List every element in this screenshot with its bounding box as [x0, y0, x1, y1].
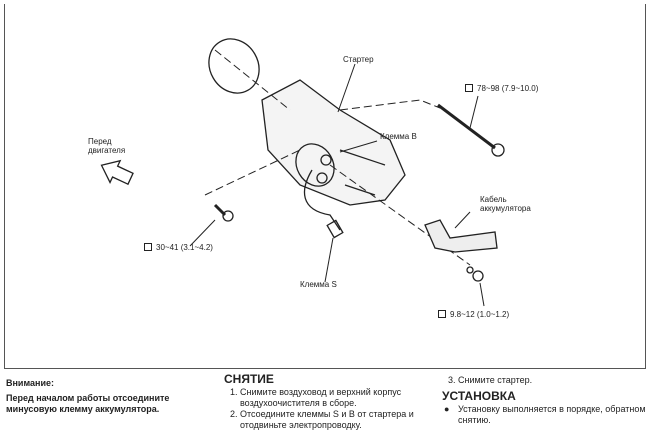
leader-lines [189, 63, 485, 307]
torque-value: 30~41 (3.1~4.2) [156, 243, 213, 252]
torque-value: 78~98 (7.9~10.0) [477, 84, 539, 93]
label-terminal-b: Клемма B [380, 132, 417, 141]
warning-block: Внимание: Перед началом работы отсоедини… [6, 378, 221, 415]
install-note: Установку выполняется в порядке, обратно… [458, 404, 646, 425]
label-terminal-s: Клемма S [300, 280, 337, 289]
removal-step: Снимите воздуховод и верхний корпус возд… [240, 387, 434, 409]
starter-body [261, 79, 406, 206]
label-battery-cable: Кабель аккумулятора [480, 195, 531, 213]
torque-nut: 9.8~12 (1.0~1.2) [438, 310, 509, 319]
removal-step: Отсоедините клеммы S и B от стартера и о… [240, 409, 434, 431]
removal-block: СНЯТИЕ Снимите воздуховод и верхний корп… [224, 372, 434, 431]
starter-diagram [100, 38, 505, 307]
label-starter: Стартер [343, 55, 374, 64]
bullet-icon: ● [444, 404, 450, 414]
torque-value: 9.8~12 (1.0~1.2) [450, 310, 510, 319]
short-bolt [213, 203, 234, 222]
torque-wrench-icon [465, 84, 473, 92]
s-wire [304, 169, 344, 239]
warning-body: Перед началом работы отсоедините минусов… [6, 393, 170, 414]
battery-cable-shape [424, 219, 498, 282]
front-arrow-icon [100, 159, 134, 186]
torque-wrench-icon [438, 310, 446, 318]
dashed-lines [204, 49, 471, 266]
torque-wrench-icon [144, 243, 152, 251]
label-engine-front: Перед двигателя [88, 137, 126, 155]
install-note-item: ● Установку выполняется в порядке, обрат… [442, 404, 647, 426]
torque-bolt-left: 30~41 (3.1~4.2) [144, 243, 213, 252]
gasket-ring [208, 38, 260, 94]
removal-title: СНЯТИЕ [224, 372, 274, 386]
long-bolt [437, 103, 505, 157]
warning-title: Внимание: [6, 378, 54, 388]
install-block: Снимите стартер. УСТАНОВКА ● Установку в… [442, 375, 647, 426]
removal-step: Снимите стартер. [458, 375, 647, 386]
torque-bolt-top: 78~98 (7.9~10.0) [465, 84, 538, 93]
install-title: УСТАНОВКА [442, 389, 516, 403]
diagram-frame [4, 4, 646, 369]
